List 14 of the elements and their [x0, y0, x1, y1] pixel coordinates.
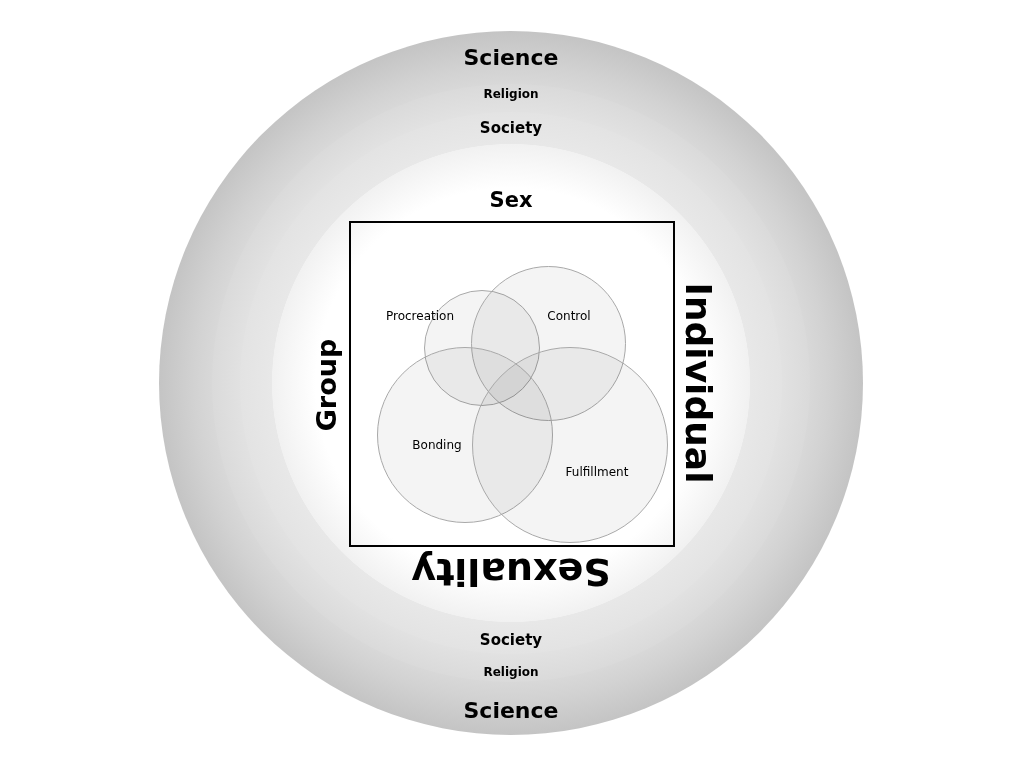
ring-label: Religion: [483, 666, 539, 680]
ring-label: Society: [479, 631, 543, 649]
venn-label: Procreation: [386, 310, 454, 324]
frame-label: Sex: [489, 189, 533, 213]
venn-label: Control: [547, 310, 591, 324]
frame-label: Sexuality: [411, 550, 611, 592]
ring-label: Science: [463, 45, 559, 71]
ring-label: Science: [463, 698, 559, 724]
ring-label: Religion: [483, 88, 539, 102]
frame-label: Group: [312, 338, 342, 432]
venn-label: Fulfillment: [565, 466, 629, 480]
ring-label: Society: [479, 119, 543, 137]
frame-label: Individual: [678, 282, 718, 484]
venn-label: Bonding: [412, 439, 462, 453]
